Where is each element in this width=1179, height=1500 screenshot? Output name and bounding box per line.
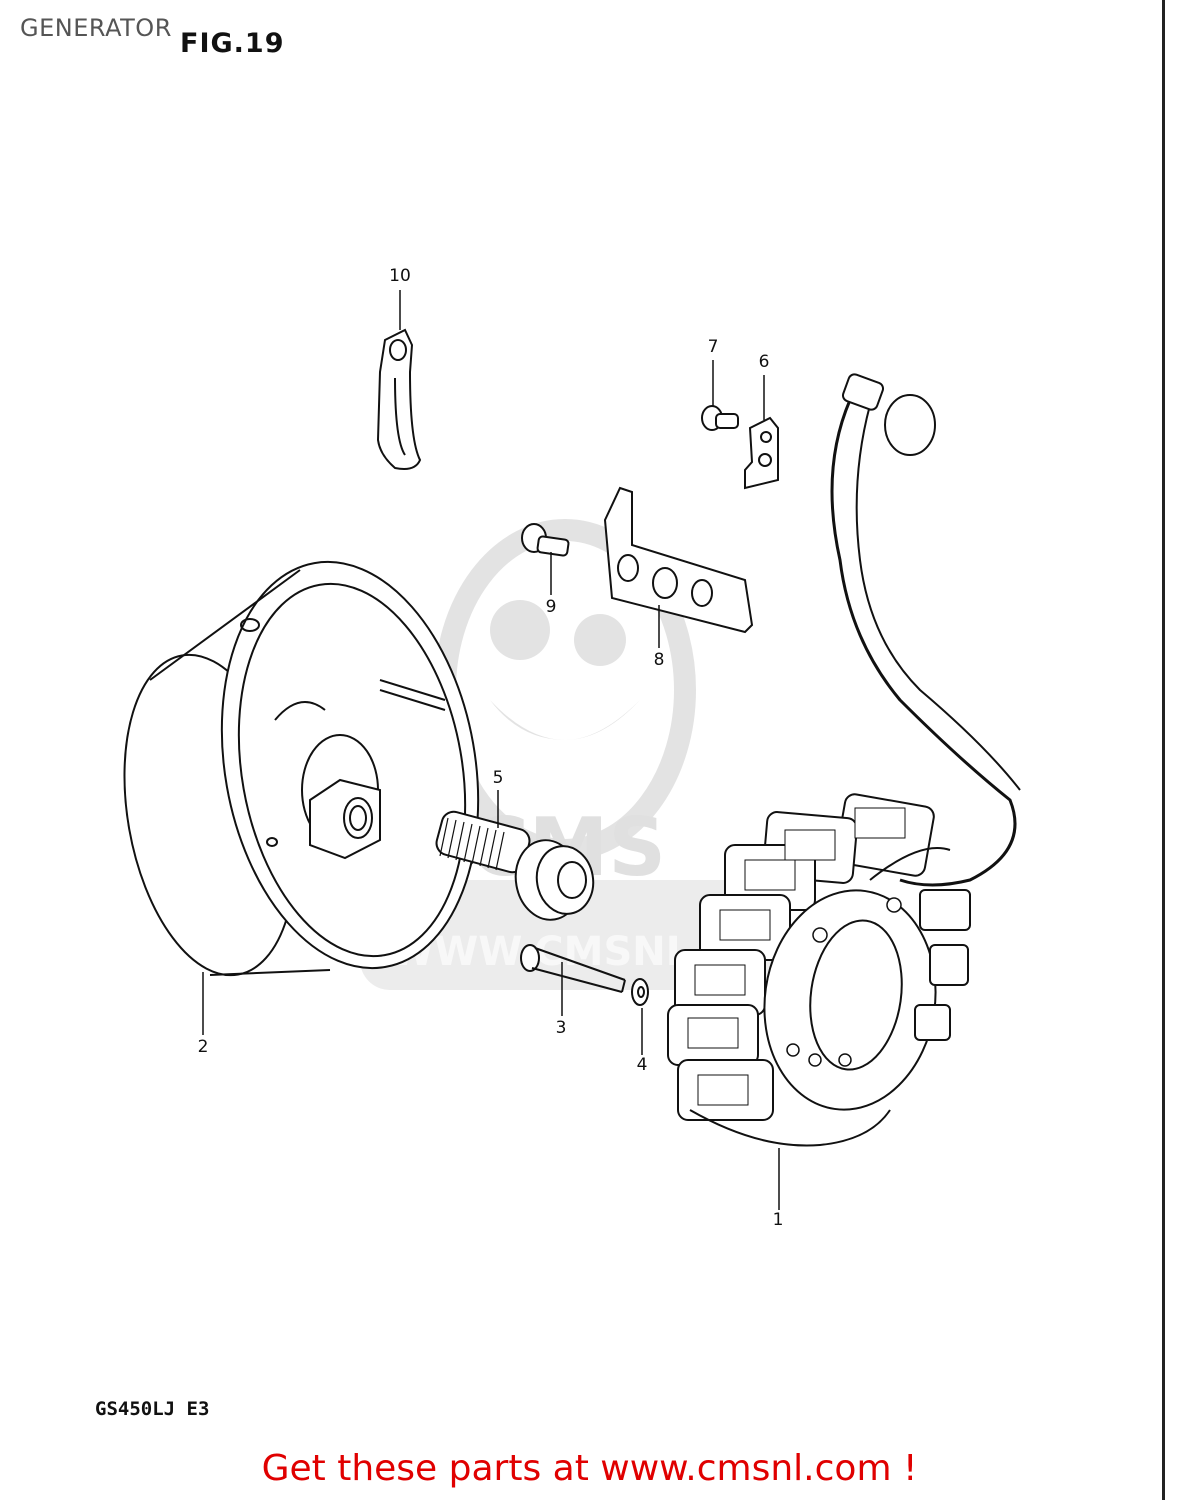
promo-link[interactable]: Get these parts at www.cmsnl.com ! — [261, 1448, 918, 1489]
figure-number: FIG.19 — [180, 28, 285, 59]
washer — [631, 978, 649, 1006]
plate-screw — [521, 523, 570, 557]
callout-8: 8 — [653, 650, 665, 670]
callout-7: 7 — [707, 337, 719, 357]
rotor — [123, 560, 480, 977]
callout-4: 4 — [636, 1055, 648, 1075]
wire-guide-plate — [603, 486, 754, 634]
callout-2: 2 — [197, 1037, 209, 1057]
callout-1: 1 — [772, 1210, 784, 1230]
lead-wire-clamp — [744, 416, 779, 490]
stator — [667, 373, 1021, 1147]
wire-clamp — [376, 328, 422, 470]
callout-3: 3 — [555, 1018, 567, 1038]
page-border — [1162, 0, 1165, 1500]
page-title: GENERATOR — [20, 14, 172, 42]
callout-6: 6 — [758, 352, 770, 372]
clamp-screw — [701, 405, 739, 431]
stator-screw — [520, 944, 626, 993]
callout-9: 9 — [545, 597, 557, 617]
leader-lines — [202, 290, 780, 1210]
callout-10: 10 — [389, 266, 411, 286]
model-code: GS450LJ E3 — [95, 1398, 210, 1420]
rotor-bolt — [435, 810, 595, 921]
callout-5: 5 — [492, 768, 504, 788]
